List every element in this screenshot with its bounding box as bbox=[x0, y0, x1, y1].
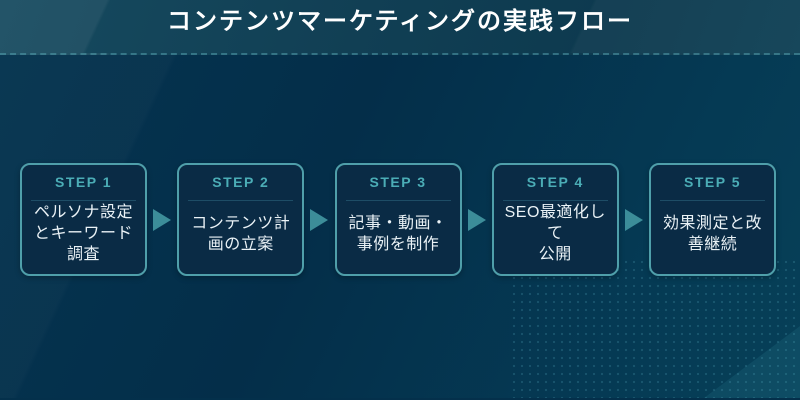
arrow-cell bbox=[304, 163, 334, 276]
step-card-4: STEP 4 SEO最適化して 公開 bbox=[491, 163, 619, 276]
arrow-right-icon bbox=[467, 208, 486, 231]
step-divider bbox=[31, 200, 136, 201]
step-label: STEP 5 bbox=[684, 174, 741, 190]
arrow-cell bbox=[462, 163, 492, 276]
step-label: STEP 3 bbox=[369, 174, 427, 190]
step-card-1: STEP 1 ペルソナ設定 とキーワード 調査 bbox=[20, 163, 147, 276]
header: コンテンツマーケティングの実践フロー bbox=[0, 0, 800, 55]
step-card-5: STEP 5 効果測定と改 善継続 bbox=[649, 163, 776, 276]
arrow-cell bbox=[619, 163, 649, 276]
step-divider bbox=[188, 200, 294, 201]
arrow-cell bbox=[147, 163, 177, 276]
step-text: コンテンツ計 画の立案 bbox=[191, 214, 291, 253]
flow-diagram: STEP 1 ペルソナ設定 とキーワード 調査 STEP 2 コンテンツ計 画の… bbox=[20, 163, 776, 276]
step-divider bbox=[345, 200, 451, 201]
step-text: ペルソナ設定 とキーワード 調査 bbox=[33, 204, 133, 263]
arrow-right-icon bbox=[310, 208, 329, 231]
step-text: SEO最適化して 公開 bbox=[504, 204, 606, 263]
arrow-right-icon bbox=[624, 208, 643, 231]
page-title: コンテンツマーケティングの実践フロー bbox=[166, 8, 634, 35]
arrow-right-icon bbox=[153, 208, 172, 231]
step-text: 効果測定と改 善継続 bbox=[662, 214, 762, 253]
step-card-2: STEP 2 コンテンツ計 画の立案 bbox=[177, 163, 305, 276]
step-label: STEP 4 bbox=[526, 174, 584, 190]
step-text: 記事・動画・ 事例を制作 bbox=[348, 214, 448, 253]
step-card-3: STEP 3 記事・動画・ 事例を制作 bbox=[334, 163, 462, 276]
dot-pattern-decoration bbox=[510, 258, 800, 398]
step-divider bbox=[660, 200, 765, 201]
step-divider bbox=[502, 200, 608, 201]
content-canvas: STEP 1 ペルソナ設定 とキーワード 調査 STEP 2 コンテンツ計 画の… bbox=[0, 55, 800, 398]
step-label: STEP 2 bbox=[212, 174, 270, 190]
step-label: STEP 1 bbox=[55, 174, 112, 190]
